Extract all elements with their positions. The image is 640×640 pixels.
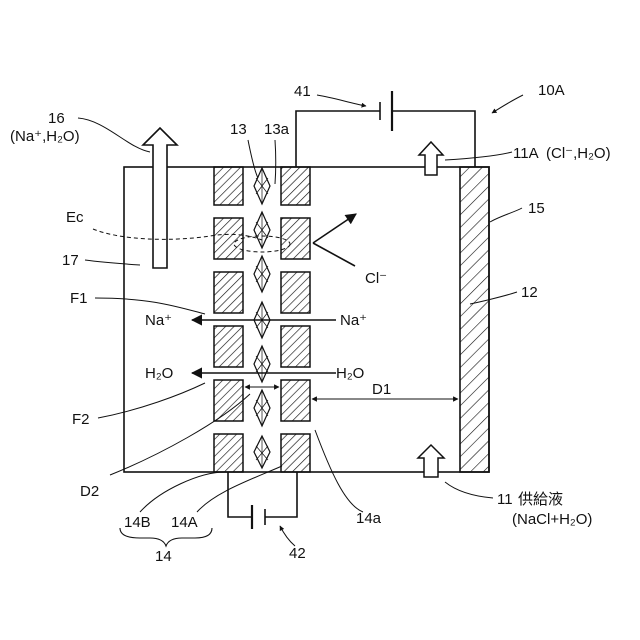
outlet-16-arrow <box>143 128 177 268</box>
label-42: 42 <box>289 545 306 562</box>
label-F1: F1 <box>70 290 88 307</box>
label-D1: D1 <box>372 381 391 398</box>
label-15: 15 <box>528 200 545 217</box>
label-h2o-left: H₂O <box>145 365 173 382</box>
wall-15 <box>460 167 489 472</box>
label-cl: Cl⁻ <box>365 270 387 287</box>
label-13a: 13a <box>264 121 290 138</box>
label-14B: 14B <box>124 514 151 531</box>
battery-41-circuit <box>296 91 475 167</box>
battery-42-circuit <box>228 472 297 529</box>
label-16-sub: (Na⁺,H₂O) <box>10 128 80 145</box>
label-11: 11 <box>497 491 513 508</box>
outlet-11A-arrow <box>419 142 443 175</box>
label-17: 17 <box>62 252 79 269</box>
label-h2o-right: H₂O <box>336 365 364 382</box>
label-na-left: Na⁺ <box>145 312 172 329</box>
label-10A: 10A <box>538 82 565 99</box>
label-D2: D2 <box>80 483 99 500</box>
label-41: 41 <box>294 83 311 100</box>
label-Ec: Ec <box>66 209 84 226</box>
label-na-right: Na⁺ <box>340 312 367 329</box>
label-supply: 供給液 <box>518 491 563 508</box>
label-supply-sub: (NaCl+H₂O) <box>512 511 592 528</box>
label-13: 13 <box>230 121 247 138</box>
label-12: 12 <box>521 284 538 301</box>
membrane-13 <box>254 168 270 468</box>
label-14A: 14A <box>171 514 198 531</box>
label-16: 16 <box>48 110 65 127</box>
cl-arrows <box>313 214 356 266</box>
label-11A: 11A <box>513 145 539 162</box>
label-14: 14 <box>155 548 172 565</box>
label-F2: F2 <box>72 411 90 428</box>
label-11A-sub: (Cl⁻,H₂O) <box>546 145 611 162</box>
label-14a: 14a <box>356 510 382 527</box>
